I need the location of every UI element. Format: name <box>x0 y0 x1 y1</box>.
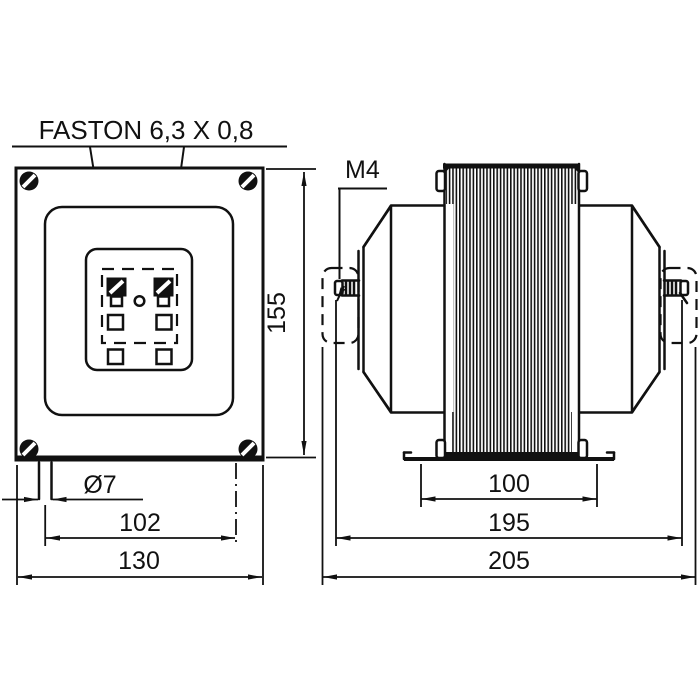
dim-plate-height-text: 155 <box>263 292 291 334</box>
terminal-slot <box>106 313 125 331</box>
terminal-block <box>84 247 194 372</box>
lamination-hatch-top <box>446 168 578 204</box>
faston-terminal-icon <box>153 277 174 308</box>
dim-overall-width: 205 <box>321 347 697 585</box>
terminal-slot <box>155 348 173 366</box>
faston-label: FASTON 6,3 X 0,8 <box>39 115 254 145</box>
end-bell-left <box>357 204 446 414</box>
faston-terminal-icon <box>106 277 127 308</box>
screw-icon <box>19 439 39 459</box>
screw-icon <box>238 171 258 191</box>
dim-slot-diameter: Ø7 <box>2 471 143 503</box>
dim-body-width-text: 195 <box>488 509 530 537</box>
foot-tab <box>435 438 447 460</box>
terminal-zone-dashed <box>100 267 179 345</box>
side-view: M4 100 195 <box>321 156 698 585</box>
center-pin <box>133 294 146 308</box>
stud-left <box>333 279 361 297</box>
front-view: FASTON 6,3 X 0,8 <box>2 115 316 585</box>
core-top-edge <box>443 163 580 169</box>
screw-icon <box>238 439 258 459</box>
dim-plate-width: 130 <box>16 465 264 585</box>
winding-hatch <box>453 204 570 412</box>
thread-callout: M4 <box>336 156 387 302</box>
dim-plate-width-text: 130 <box>118 547 160 575</box>
clamp-tab <box>577 169 589 193</box>
terminal-slot <box>155 313 173 331</box>
mounting-flange <box>402 451 616 461</box>
stud-right <box>662 279 690 305</box>
dim-slot-spacing: 102 <box>44 463 237 546</box>
dim-overall-width-text: 205 <box>488 547 530 575</box>
corner-screws <box>19 171 258 459</box>
thread-label: M4 <box>345 156 380 184</box>
lamination-core <box>435 162 589 460</box>
dim-core-stack-text: 100 <box>488 470 530 498</box>
terminal-cover <box>84 247 194 372</box>
cover-outline <box>43 205 235 417</box>
core-bottom-edge <box>443 452 580 457</box>
terminal-slot <box>106 348 125 366</box>
dim-core-stack: 100 <box>420 464 598 507</box>
dim-body-width: 195 <box>335 300 683 546</box>
dim-slot-spacing-text: 102 <box>119 509 161 537</box>
clamp-tab <box>435 169 447 193</box>
screw-icon <box>19 171 39 191</box>
lamination-hatch-bottom <box>451 412 572 452</box>
end-bell-right <box>578 204 666 414</box>
dim-plate-height: 155 <box>263 168 316 459</box>
mounting-slot <box>37 461 53 501</box>
foot-tab <box>577 438 589 460</box>
dim-slot-text: Ø7 <box>83 471 116 499</box>
